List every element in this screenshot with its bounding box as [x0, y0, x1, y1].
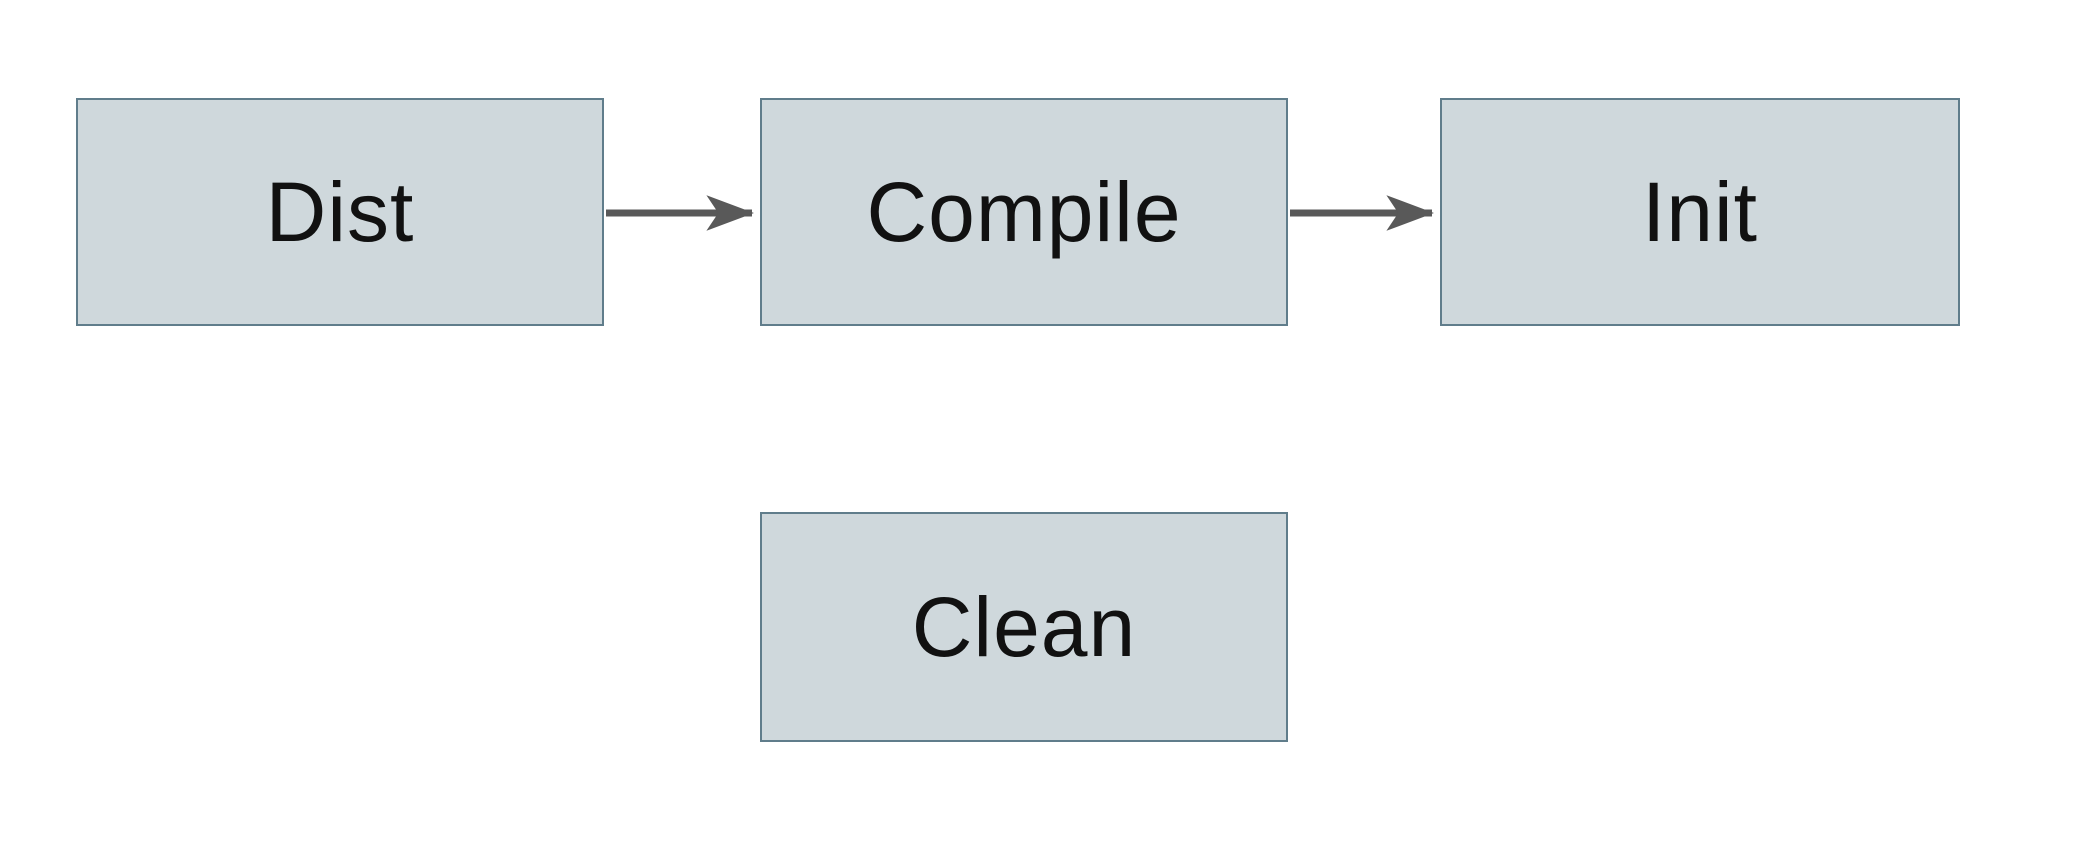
node-compile[interactable]: Compile — [760, 98, 1288, 326]
node-compile-label: Compile — [866, 165, 1182, 259]
node-clean-label: Clean — [911, 580, 1137, 674]
node-dist-label: Dist — [265, 165, 415, 259]
node-clean[interactable]: Clean — [760, 512, 1288, 742]
node-init-label: Init — [1641, 165, 1759, 259]
node-init[interactable]: Init — [1440, 98, 1960, 326]
node-dist[interactable]: Dist — [76, 98, 604, 326]
